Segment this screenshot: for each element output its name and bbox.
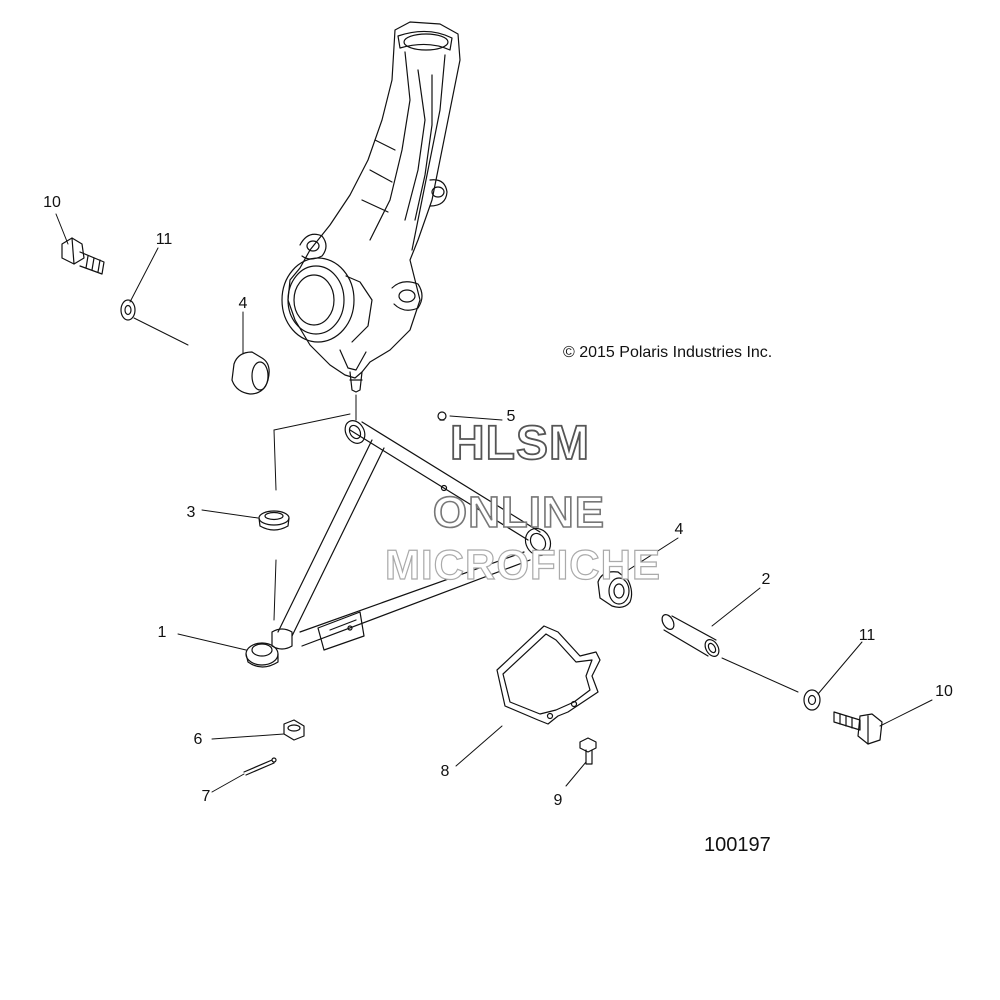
callout-10-bolt: 10 — [43, 194, 61, 211]
callout-2-sleeve: 2 — [761, 571, 771, 588]
grease-fitting-part — [437, 411, 447, 421]
callout-3-bushing: 3 — [186, 504, 196, 521]
callout-4-bushing: 4 — [238, 295, 248, 312]
bushing-4-left-part — [231, 351, 270, 395]
callout-7-cotter-pin: 7 — [201, 788, 211, 805]
guard-plate-8-part — [496, 625, 601, 725]
steering-knuckle-part — [281, 21, 461, 393]
washer-11-left-part — [120, 299, 136, 321]
watermark-line-3: MICROFICHE — [384, 540, 661, 588]
callout-8-guard-plate: 8 — [440, 763, 450, 780]
cotter-pin-7-part — [243, 757, 277, 776]
callout-4-bushing-right: 4 — [674, 521, 684, 538]
callout-6-nut: 6 — [193, 731, 203, 748]
copyright-notice: © 2015 Polaris Industries Inc. — [563, 344, 773, 361]
bolt-10-left-part — [61, 237, 105, 275]
sleeve-2-part — [661, 614, 720, 657]
bushing-3-part — [258, 510, 290, 531]
watermark-line-2: ONLINE — [432, 487, 606, 538]
leader-lines — [55, 213, 933, 793]
callout-5-grease-fitting: 5 — [506, 408, 516, 425]
nut-6-part — [283, 719, 305, 741]
callout-1-a-arm: 1 — [157, 624, 167, 641]
callout-11-washer-right: 11 — [858, 627, 876, 644]
a-arm-part — [245, 420, 552, 668]
watermark-line-1: HLSM — [449, 416, 590, 471]
screw-9-part — [579, 737, 597, 765]
assembly-lines — [133, 317, 799, 693]
callout-9-screw: 9 — [553, 792, 563, 809]
callout-10-bolt-right: 10 — [935, 683, 953, 700]
callout-11-washer: 11 — [155, 231, 173, 248]
bolt-10-right-part — [833, 711, 883, 745]
bushing-4-right-part — [597, 571, 633, 608]
drawing-number: 100197 — [704, 834, 771, 856]
washer-11-right-part — [803, 689, 821, 711]
